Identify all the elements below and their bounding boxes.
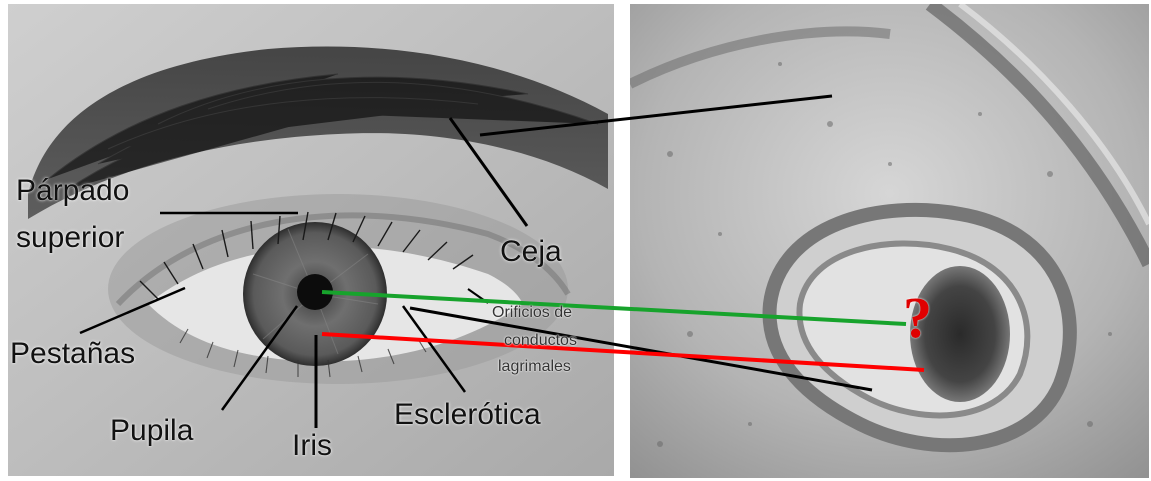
pupila-pointer-line bbox=[222, 306, 297, 410]
ceja-line-to-stone bbox=[480, 96, 832, 135]
label-orificios-line1: Orificios de bbox=[492, 305, 572, 321]
label-orificios-line2: conductos bbox=[504, 333, 577, 349]
esclerotica-pointer-line bbox=[403, 306, 465, 392]
iris-line-to-stone bbox=[322, 334, 924, 370]
label-parpado-line1: Párpado bbox=[16, 176, 129, 206]
label-ceja: Ceja bbox=[500, 237, 562, 267]
label-orificios-line3: lagrimales bbox=[498, 359, 571, 375]
label-parpado-line2: superior bbox=[16, 223, 124, 253]
label-pupila: Pupila bbox=[110, 416, 193, 446]
pupil-line-to-stone bbox=[322, 292, 906, 324]
label-esclerotica: Esclerótica bbox=[394, 400, 541, 430]
label-iris: Iris bbox=[292, 431, 332, 461]
pestanas-pointer-line bbox=[80, 288, 185, 333]
label-pestanas: Pestañas bbox=[10, 339, 135, 369]
question-mark: ? bbox=[903, 289, 932, 347]
